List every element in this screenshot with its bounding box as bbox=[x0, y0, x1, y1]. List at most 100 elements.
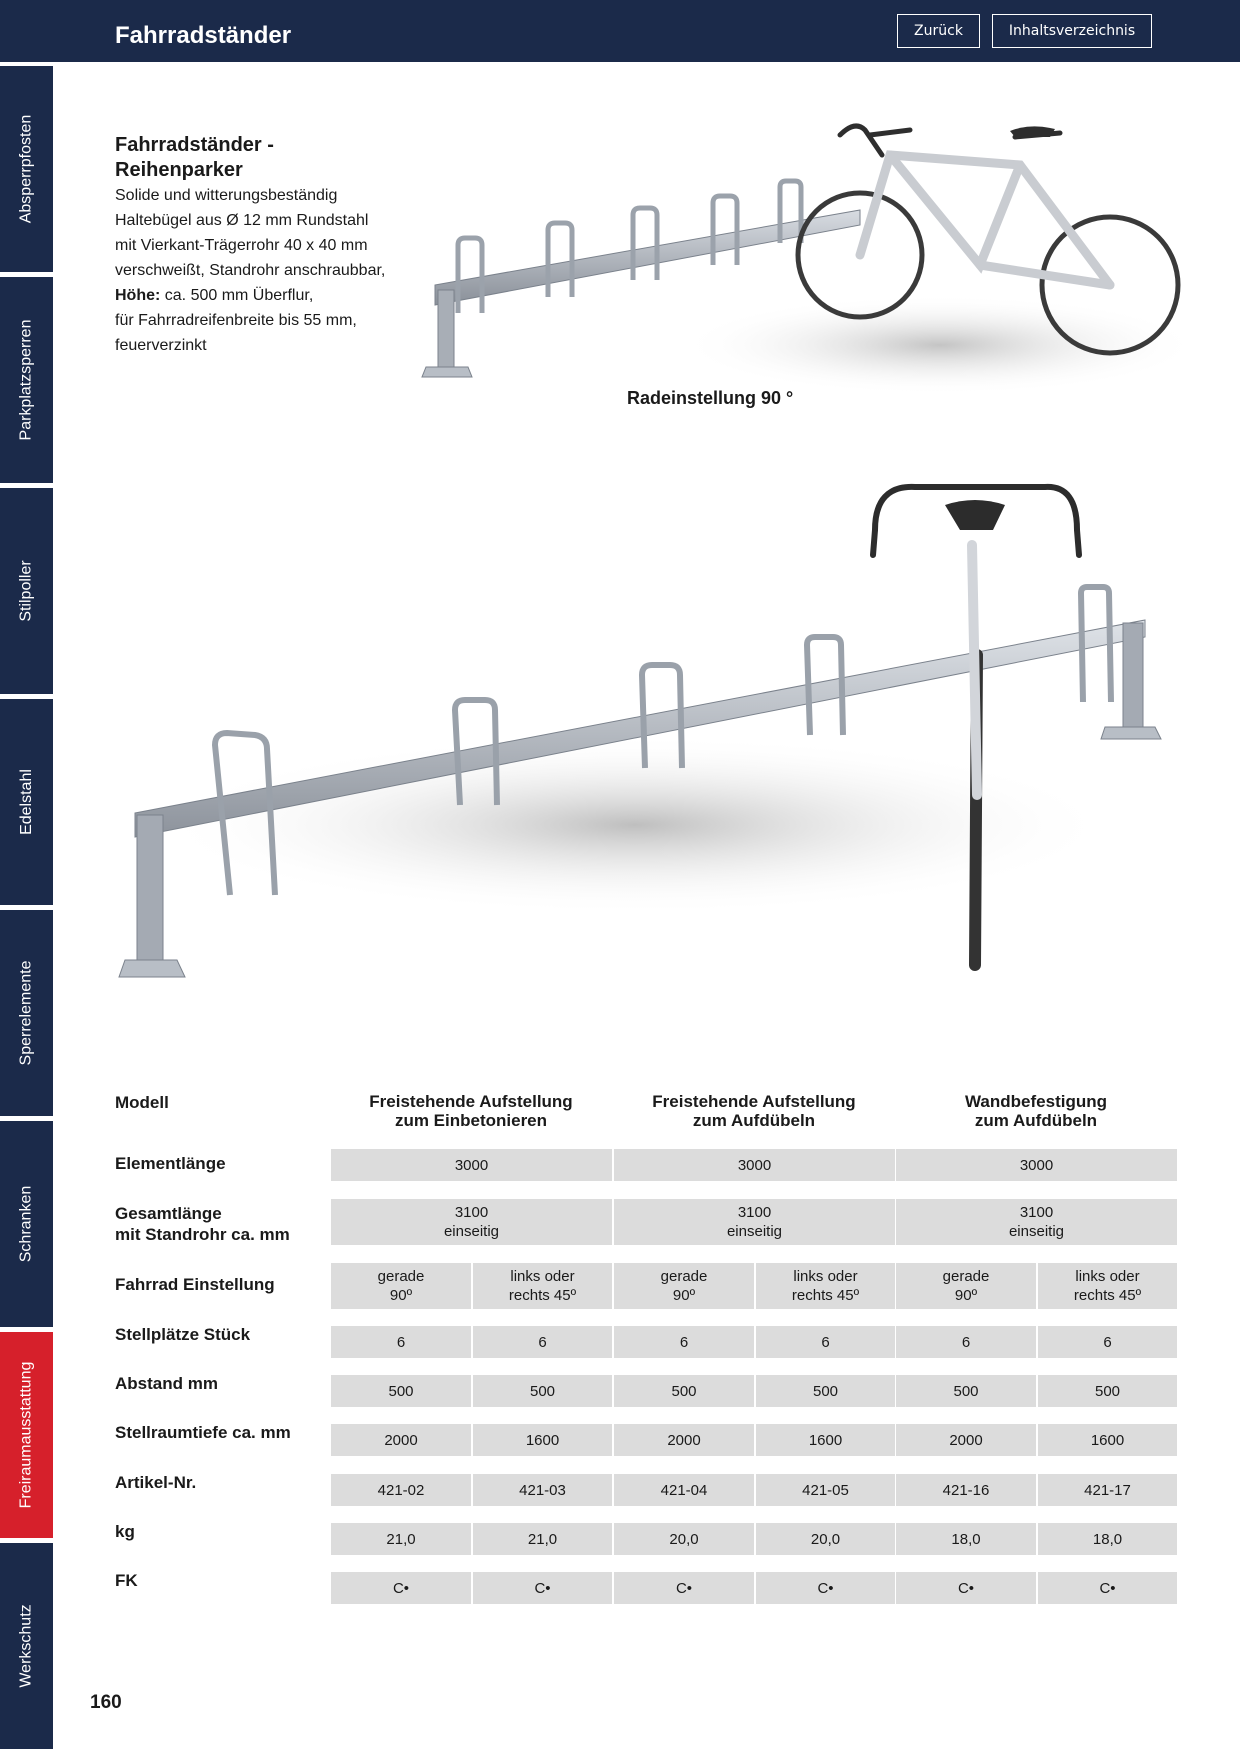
row-label: FK bbox=[115, 1571, 138, 1590]
table-cell: 1600 bbox=[756, 1424, 895, 1456]
table-cell: 6 bbox=[756, 1326, 895, 1358]
table-cell: C• bbox=[756, 1572, 895, 1604]
height-label: Höhe: bbox=[115, 287, 161, 304]
table-cell: C• bbox=[614, 1572, 754, 1604]
cell-value: C• bbox=[392, 1579, 410, 1597]
cell-value: 1600 bbox=[1090, 1431, 1125, 1449]
table-cell: C• bbox=[473, 1572, 612, 1604]
table-cell: 500 bbox=[614, 1375, 754, 1407]
sidebar-item-werkschutz[interactable]: Werkschutz bbox=[0, 1543, 53, 1749]
cell-value: 500 bbox=[529, 1382, 556, 1400]
table-cell: 1600 bbox=[473, 1424, 612, 1456]
description-line: Haltebügel aus Ø 12 mm Rundstahl bbox=[115, 212, 369, 229]
cell-value: rechts 45º bbox=[1073, 1287, 1142, 1304]
description-line: Höhe: ca. 500 mm Überflur, bbox=[115, 283, 445, 308]
cell-value: 3000 bbox=[454, 1156, 489, 1174]
column-header-line: zum Aufdübeln bbox=[974, 1111, 1098, 1130]
table-cell: 3000 bbox=[331, 1149, 612, 1181]
table-of-contents-button[interactable]: Inhaltsverzeichnis bbox=[992, 14, 1152, 48]
cell-value: 2000 bbox=[949, 1431, 983, 1449]
description-line: Solide und witterungsbeständig bbox=[115, 187, 338, 204]
table-cell: 3000 bbox=[896, 1149, 1177, 1181]
sidebar-item-label: Werkschutz bbox=[17, 1604, 35, 1688]
sidebar-item-schranken[interactable]: Schranken bbox=[0, 1121, 53, 1327]
page-title: Fahrradständer bbox=[115, 22, 292, 49]
table-cell: 1600 bbox=[1038, 1424, 1177, 1456]
cell-value: 3100 bbox=[454, 1204, 489, 1221]
table-cell: gerade 90º bbox=[614, 1263, 754, 1309]
table-cell: 421-03 bbox=[473, 1474, 612, 1506]
table-cell: 20,0 bbox=[756, 1523, 895, 1555]
sidebar-item-label: Parkplatzsperren bbox=[17, 319, 35, 441]
cell-value: links oder bbox=[1075, 1268, 1140, 1285]
cell-value: 421-05 bbox=[802, 1481, 849, 1499]
row-label: Stellplätze Stück bbox=[115, 1325, 251, 1344]
description-line: verschweißt, Standrohr anschraubbar, bbox=[115, 262, 386, 279]
sidebar-item-label: Edelstahl bbox=[17, 769, 35, 835]
cell-value: C• bbox=[1099, 1579, 1116, 1597]
table-cell: 18,0 bbox=[896, 1523, 1036, 1555]
table-cell: 421-02 bbox=[331, 1474, 471, 1506]
product-title: Fahrradständer - Reihenparker bbox=[115, 133, 445, 183]
cell-value: 6 bbox=[679, 1333, 689, 1351]
table-cell: 2000 bbox=[331, 1424, 471, 1456]
row-label: Artikel-Nr. bbox=[115, 1473, 197, 1492]
sidebar-item-parkplatzsperren[interactable]: Parkplatzsperren bbox=[0, 277, 53, 483]
cell-value: 1600 bbox=[808, 1431, 843, 1449]
sidebar-item-edelstahl[interactable]: Edelstahl bbox=[0, 699, 53, 905]
row-label-line: Gesamtlänge bbox=[115, 1204, 222, 1223]
row-label: Gesamtlänge mit Standrohr ca. mm bbox=[115, 1203, 290, 1245]
row-label: Stellraumtiefe ca. mm bbox=[115, 1423, 291, 1442]
sidebar-item-sperrelemente[interactable]: Sperrelemente bbox=[0, 910, 53, 1116]
table-cell: 6 bbox=[1038, 1326, 1177, 1358]
cell-note: einseitig bbox=[726, 1223, 783, 1240]
description-line: für Fahrradreifenbreite bis 55 mm, bbox=[115, 312, 357, 329]
cell-value: 21,0 bbox=[527, 1530, 558, 1548]
cell-value: 90º bbox=[389, 1287, 413, 1304]
bike-rack-side-view-image bbox=[421, 123, 1190, 395]
column-header: Wandbefestigung zum Aufdübeln bbox=[895, 1092, 1177, 1130]
product-title-line: Fahrradständer - bbox=[115, 134, 274, 156]
page-number: 160 bbox=[90, 1692, 122, 1713]
cell-value: 90º bbox=[672, 1287, 696, 1304]
cell-value: 2000 bbox=[667, 1431, 701, 1449]
table-cell: 6 bbox=[331, 1326, 471, 1358]
table-cell: 500 bbox=[473, 1375, 612, 1407]
cell-value: 3000 bbox=[737, 1156, 772, 1174]
cell-value: 500 bbox=[1094, 1382, 1121, 1400]
cell-value: C• bbox=[957, 1579, 975, 1597]
table-cell: gerade 90º bbox=[331, 1263, 471, 1309]
table-cell: 6 bbox=[473, 1326, 612, 1358]
cell-value: 500 bbox=[812, 1382, 839, 1400]
table-cell: 6 bbox=[614, 1326, 754, 1358]
row-label-line: mit Standrohr ca. mm bbox=[115, 1225, 290, 1244]
row-label: Abstand mm bbox=[115, 1374, 218, 1393]
table-cell: 6 bbox=[896, 1326, 1036, 1358]
sidebar-item-label: Absperrpfosten bbox=[17, 114, 35, 224]
cell-value: gerade bbox=[660, 1268, 708, 1285]
model-label: Modell bbox=[115, 1093, 169, 1112]
table-cell: C• bbox=[1038, 1572, 1177, 1604]
cell-value: 1600 bbox=[525, 1431, 560, 1449]
back-button[interactable]: Zurück bbox=[897, 14, 980, 48]
header-bar: Fahrradständer Zurück Inhaltsverzeichnis bbox=[0, 0, 1240, 62]
cell-value: 421-02 bbox=[377, 1481, 425, 1499]
column-header: Freistehende Aufstellung zum Aufdübeln bbox=[613, 1092, 895, 1130]
row-label: Fahrrad Einstellung bbox=[115, 1275, 275, 1294]
column-header-line: Freistehende Aufstellung bbox=[652, 1092, 856, 1111]
table-cell: links oder rechts 45º bbox=[1038, 1263, 1177, 1309]
cell-value: links oder bbox=[510, 1268, 575, 1285]
cell-value: rechts 45º bbox=[508, 1287, 577, 1304]
cell-value: gerade bbox=[377, 1268, 425, 1285]
sidebar-item-freiraumausstattung[interactable]: Freiraumausstattung bbox=[0, 1332, 53, 1538]
description-line: feuerverzinkt bbox=[115, 337, 207, 354]
sidebar-item-stilpoller[interactable]: Stilpoller bbox=[0, 488, 53, 694]
cell-value: 421-04 bbox=[660, 1481, 708, 1499]
sidebar-item-absperrpfosten[interactable]: Absperrpfosten bbox=[0, 66, 53, 272]
cell-value: links oder bbox=[793, 1268, 858, 1285]
table-cell: 500 bbox=[1038, 1375, 1177, 1407]
table-cell: 500 bbox=[896, 1375, 1036, 1407]
cell-value: 90º bbox=[954, 1287, 978, 1304]
